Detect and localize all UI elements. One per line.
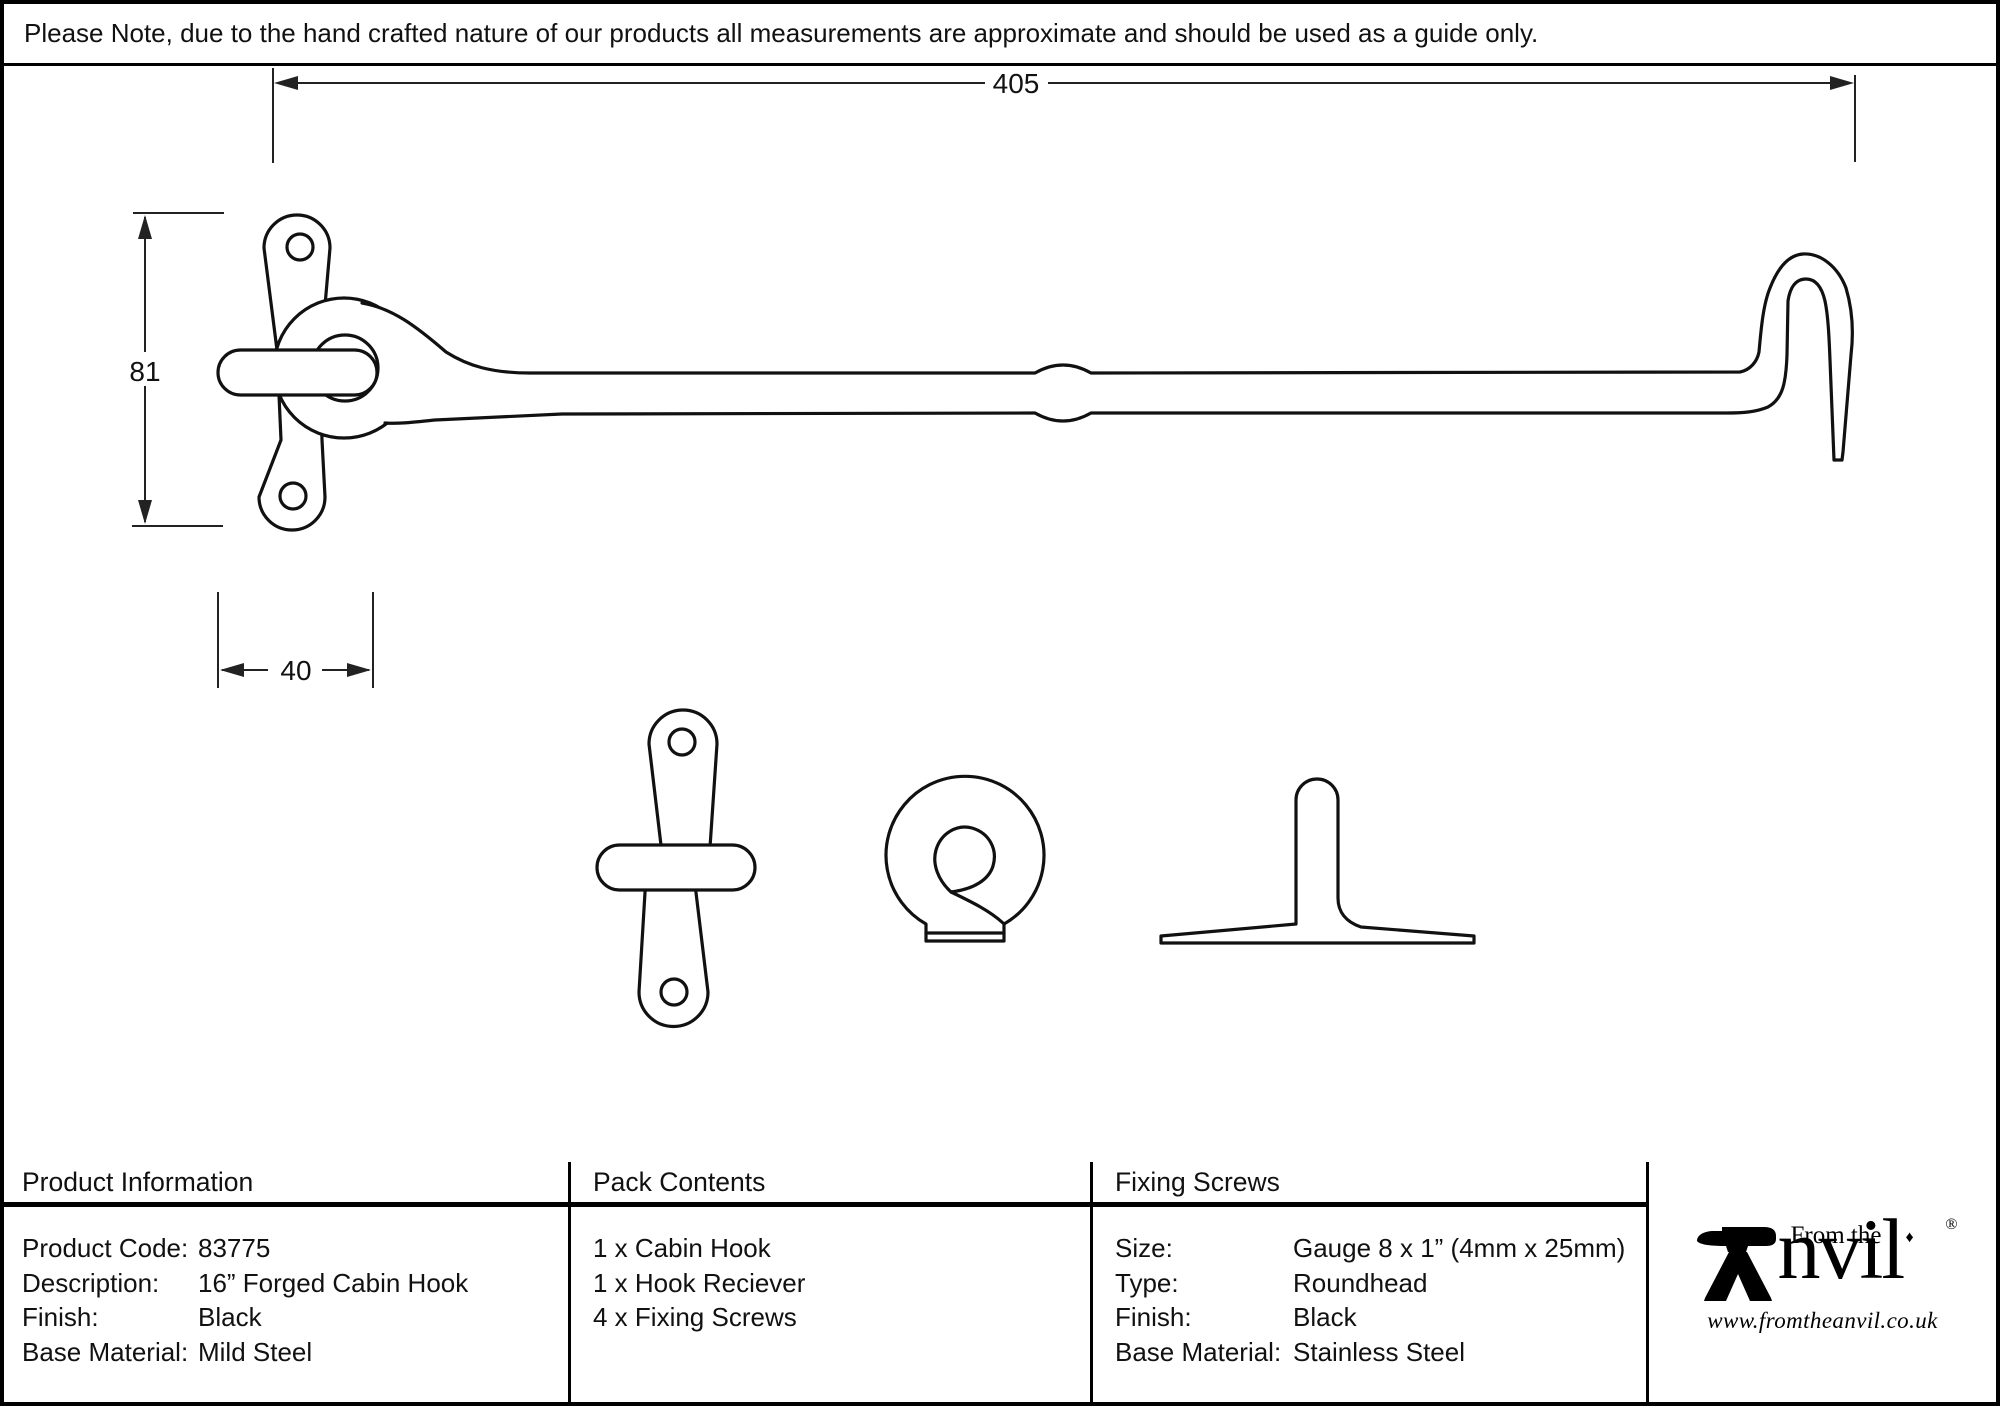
list-item: 1 x Cabin Hook [593,1233,771,1263]
row-value: 83775 [198,1233,271,1263]
anvil-icon [1696,1227,1776,1301]
arrowhead-icon [138,215,152,239]
dim-length-label: 405 [993,68,1040,99]
receiver-side-view [1159,777,1476,945]
side-profile [1159,777,1476,945]
eye-loop [933,825,996,894]
hook-rod-fill [362,253,1853,460]
row-label: Type: [1115,1267,1179,1298]
table-row: Base Material: Stainless Steel [1115,1335,1646,1370]
receiver-strap-bottom [637,874,710,1029]
pivot-pin [216,348,379,397]
receiver-front-view [595,708,757,1029]
header-label: Pack Contents [593,1166,766,1197]
row-value: Roundhead [1293,1267,1428,1298]
row-label: Size: [1115,1233,1173,1263]
fixing-screws-column: Fixing Screws Size: Gauge 8 x 1” (4mm x … [1090,1162,1646,1402]
header-label: Product Information [22,1166,254,1197]
fixing-screws-header: Fixing Screws [1093,1162,1646,1207]
row-value: 16” Forged Cabin Hook [198,1267,469,1298]
hook-rod-outline [360,252,1854,462]
table-row: Size: Gauge 8 x 1” (4mm x 25mm) [1115,1231,1646,1266]
row-label: Base Material: [1115,1336,1282,1367]
screw-hole [659,977,689,1007]
row-value: Gauge 8 x 1” (4mm x 25mm) [1293,1233,1626,1263]
arrowhead-icon [347,663,371,677]
dim-width-label: 40 [280,655,311,686]
screw-hole [285,232,315,262]
eye-loop-tail [949,890,1005,925]
pack-contents-column: Pack Contents 1 x Cabin Hook 1 x Hook Re… [568,1162,1090,1402]
dim-height-label: 81 [129,356,160,387]
row-value: Mild Steel [198,1336,313,1367]
product-information-column: Product Information Product Code: 83775 … [0,1162,568,1402]
row-label: Base Material: [22,1336,189,1367]
table-row: Product Code: 83775 [22,1231,568,1266]
pack-contents-body: 1 x Cabin Hook 1 x Hook Reciever 4 x Fix… [571,1207,1090,1335]
info-table: Product Information Product Code: 83775 … [0,1162,2000,1402]
fixing-screws-body: Size: Gauge 8 x 1” (4mm x 25mm) Type: Ro… [1093,1207,1646,1369]
note-text: Please Note, due to the hand crafted nat… [24,18,1539,48]
arrowhead-icon [138,500,152,524]
list-item: 1 x Hook Reciever [593,1267,806,1298]
dimension-width [217,592,374,688]
diamond-icon: ♦ [1905,1229,1914,1246]
table-row: Finish: Black [1115,1300,1646,1335]
screw-hole [667,727,697,757]
product-information-body: Product Code: 83775 Description: 16” For… [0,1207,568,1369]
table-row: Type: Roundhead [1115,1266,1646,1301]
arrowhead-icon [220,663,244,677]
receiver-strap-top [647,708,719,864]
row-label: Finish: [1115,1302,1192,1333]
list-item: 4 x Fixing Screws [593,1302,797,1333]
row-value: Stainless Steel [1293,1336,1465,1367]
arrowhead-icon [1830,76,1854,90]
product-information-header: Product Information [0,1162,568,1207]
row-label: Product Code: [22,1233,189,1263]
table-row: Description: 16” Forged Cabin Hook [22,1266,568,1301]
row-value: Black [1293,1302,1357,1333]
logo-tagline: From the [1790,1222,1882,1249]
dimension-height [132,212,224,527]
measurement-note: Please Note, due to the hand crafted nat… [0,0,2000,66]
arrowhead-icon [274,76,298,90]
table-row: Finish: Black [22,1300,568,1335]
dimension-length [272,68,1856,163]
row-value: Black [198,1302,262,1333]
logo-wordmark: nvil [1777,1201,1906,1297]
logo-website: www.fromtheanvil.co.uk [1707,1308,1938,1333]
table-row: Base Material: Mild Steel [22,1335,568,1370]
brand-logo-cell: From the ♦ ® nvil www.fromtheanvil.co.uk [1646,1162,2000,1402]
receiver-pin [595,843,757,892]
row-label: Finish: [22,1302,99,1333]
pack-contents-header: Pack Contents [571,1162,1090,1207]
technical-drawing: 405 81 40 [129,68,1856,1029]
from-the-anvil-logo: From the ♦ ® nvil www.fromtheanvil.co.uk [1694,1206,1958,1342]
row-label: Description: [22,1267,160,1298]
header-label: Fixing Screws [1115,1166,1280,1197]
cabin-hook-assembly [216,213,1854,532]
registered-mark: ® [1945,1216,1958,1233]
eye-end-view [884,774,1046,943]
screw-hole [278,481,308,511]
